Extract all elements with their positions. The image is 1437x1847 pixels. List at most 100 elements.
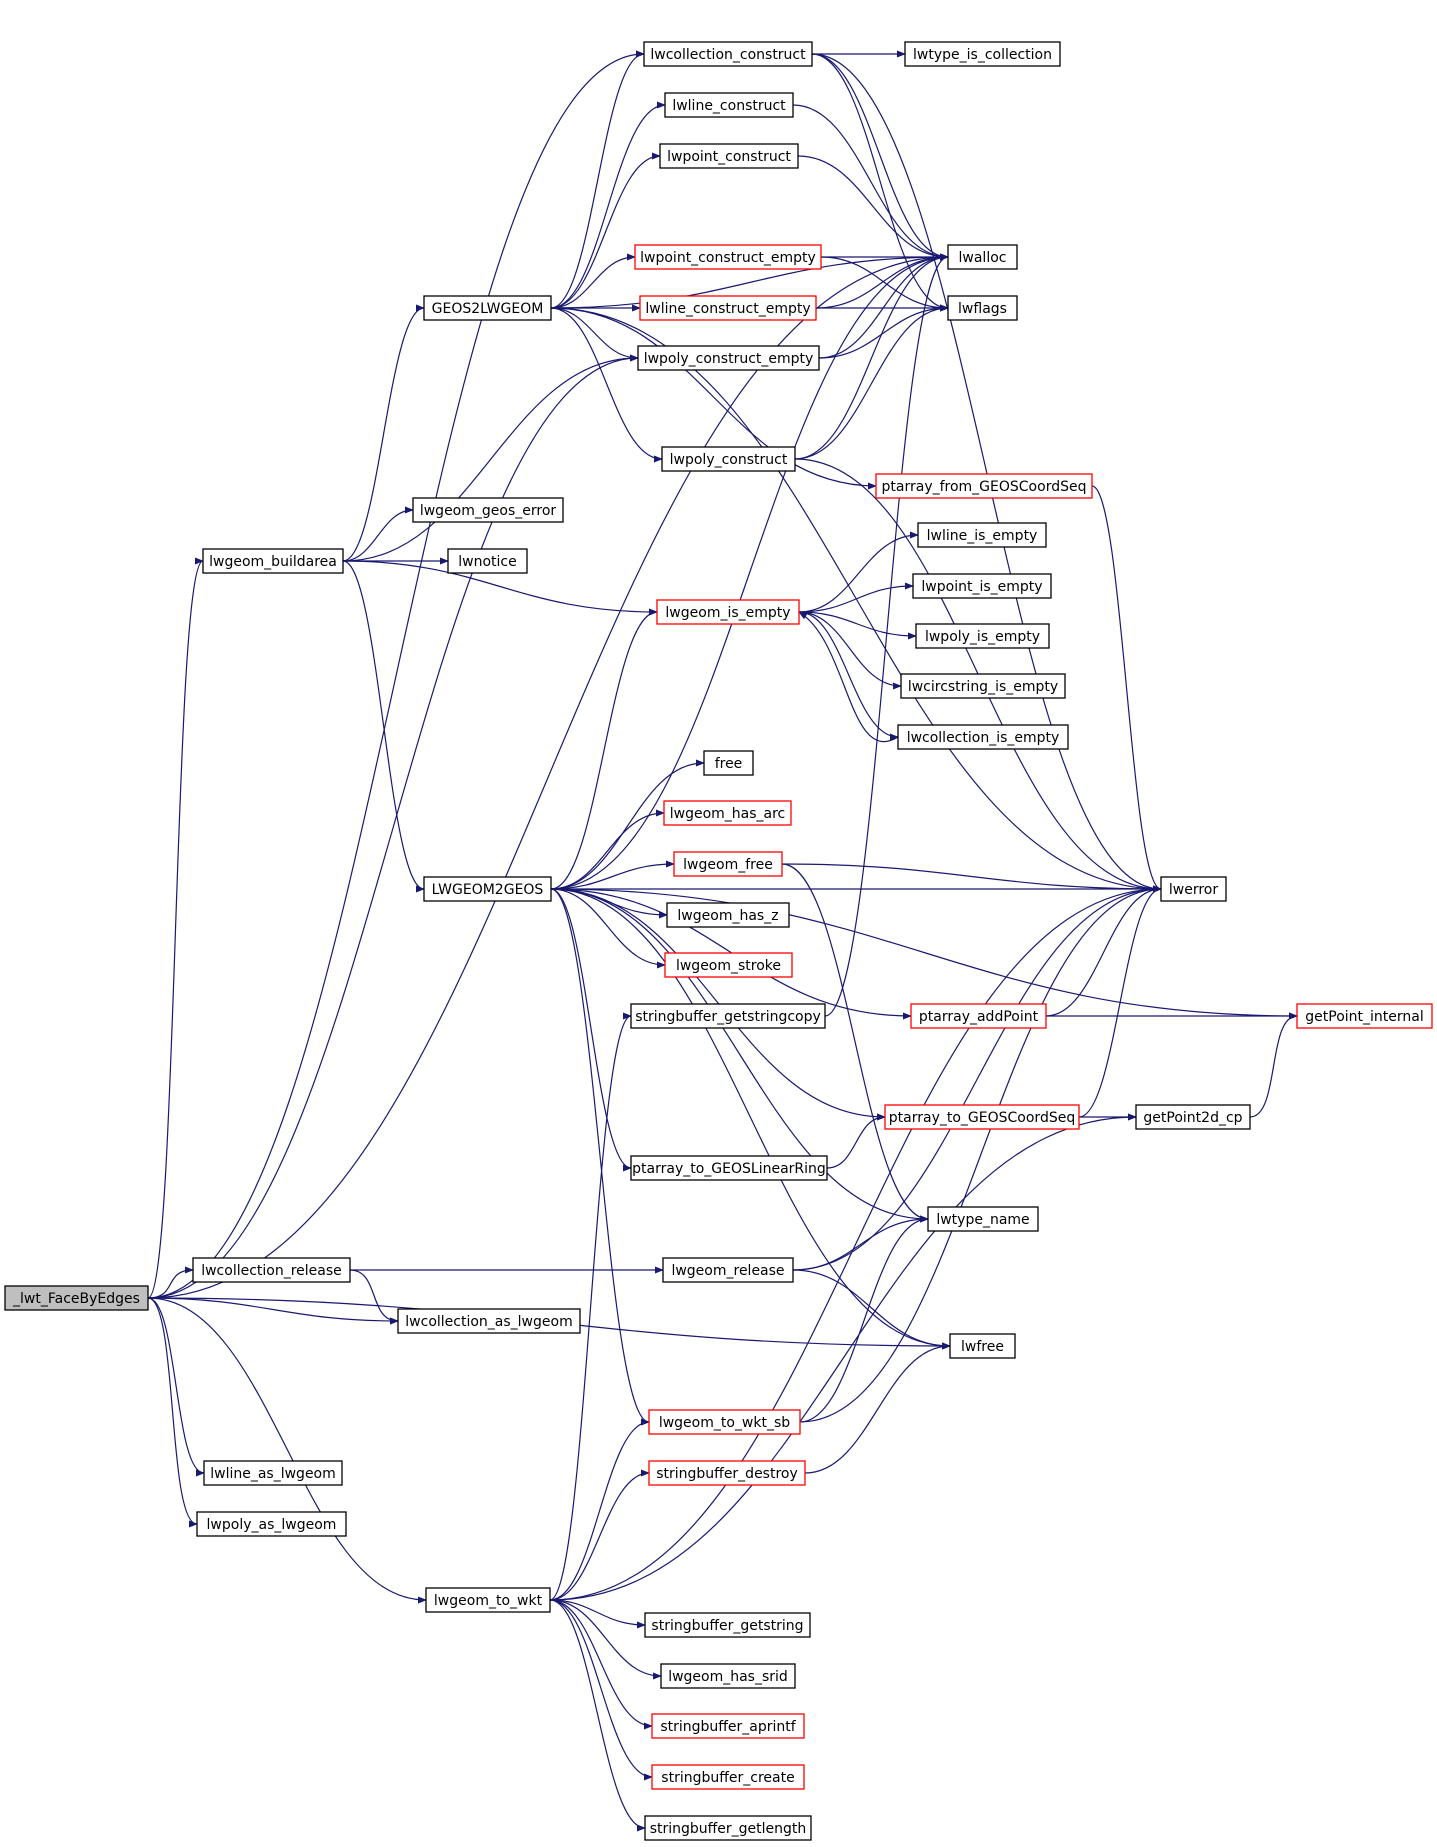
node-box[interactable]	[664, 92, 794, 118]
node-lwnotice[interactable]: lwnotice	[447, 548, 528, 574]
node-lwpoint-construct[interactable]: lwpoint_construct	[659, 143, 799, 169]
node-box[interactable]	[648, 1460, 806, 1486]
node-lwpoly-construct-empty[interactable]: lwpoly_construct_empty	[637, 345, 820, 371]
node-box[interactable]	[947, 295, 1018, 321]
node-lwerror[interactable]: lwerror	[1160, 876, 1227, 902]
node-box[interactable]	[659, 143, 799, 169]
node-lwline-construct-empty[interactable]: lwline_construct_empty	[639, 295, 817, 321]
node-box[interactable]	[639, 295, 817, 321]
node-box[interactable]	[666, 902, 790, 928]
node-box[interactable]	[904, 41, 1061, 67]
node-geos2lwgeom[interactable]: GEOS2LWGEOM	[423, 295, 552, 321]
node-lwline-construct[interactable]: lwline_construct	[664, 92, 794, 118]
node-box[interactable]	[644, 1612, 811, 1638]
node-lwpoly-construct[interactable]: lwpoly_construct	[661, 446, 796, 472]
node-lwcollection-is-empty[interactable]: lwcollection_is_empty	[897, 724, 1069, 750]
node-box[interactable]	[660, 1663, 796, 1689]
node-lwgeom-has-arc[interactable]: lwgeom_has_arc	[663, 800, 792, 826]
node-lwgeom-buildarea[interactable]: lwgeom_buildarea	[202, 548, 344, 574]
node-lwgeom-has-z[interactable]: lwgeom_has_z	[666, 902, 790, 928]
node-box[interactable]	[662, 1257, 794, 1283]
node-stringbuffer-getstring[interactable]: stringbuffer_getstring	[644, 1612, 811, 1638]
node-box[interactable]	[651, 1713, 805, 1739]
node-stringbuffer-aprintf[interactable]: stringbuffer_aprintf	[651, 1713, 805, 1739]
node-box[interactable]	[4, 1285, 149, 1311]
node-box[interactable]	[1160, 876, 1227, 902]
node-lwgeom-has-srid[interactable]: lwgeom_has_srid	[660, 1663, 796, 1689]
node-lwtype-is-collection[interactable]: lwtype_is_collection	[904, 41, 1061, 67]
node-lwcollection-construct[interactable]: lwcollection_construct	[643, 41, 813, 67]
node-lwgeom-geos-error[interactable]: lwgeom_geos_error	[412, 497, 564, 523]
node-lwfree[interactable]: lwfree	[949, 1333, 1016, 1359]
node-box[interactable]	[661, 446, 796, 472]
node-box[interactable]	[412, 497, 564, 523]
node-getpoint-internal[interactable]: getPoint_internal	[1296, 1003, 1433, 1029]
node-lwpoly-is-empty[interactable]: lwpoly_is_empty	[915, 623, 1050, 649]
node-stringbuffer-getstringcopy[interactable]: stringbuffer_getstringcopy	[630, 1003, 826, 1029]
node-box[interactable]	[949, 1333, 1016, 1359]
node-box[interactable]	[947, 244, 1018, 270]
node-box[interactable]	[910, 1003, 1047, 1029]
node-lwline-is-empty[interactable]: lwline_is_empty	[917, 522, 1047, 548]
node-ptarray-to-geoslinearring[interactable]: ptarray_to_GEOSLinearRing	[630, 1155, 828, 1181]
node-box[interactable]	[912, 573, 1052, 599]
node-box[interactable]	[1135, 1104, 1251, 1130]
node-box[interactable]	[397, 1308, 581, 1334]
node-box[interactable]	[447, 548, 528, 574]
node-lwcollection-release[interactable]: lwcollection_release	[192, 1257, 351, 1283]
node-lwgeom-release[interactable]: lwgeom_release	[662, 1257, 794, 1283]
node-box[interactable]	[900, 673, 1066, 699]
node-box[interactable]	[651, 1764, 805, 1790]
node-box[interactable]	[637, 345, 820, 371]
node-box[interactable]	[673, 851, 783, 877]
node-box[interactable]	[648, 1409, 801, 1435]
node-box[interactable]	[897, 724, 1069, 750]
node-box[interactable]	[192, 1257, 351, 1283]
node-lwalloc[interactable]: lwalloc	[947, 244, 1018, 270]
node-box[interactable]	[425, 1587, 551, 1613]
node-box[interactable]	[630, 1155, 828, 1181]
node-box[interactable]	[196, 1511, 347, 1537]
node-lwflags[interactable]: lwflags	[947, 295, 1018, 321]
node-box[interactable]	[875, 473, 1093, 499]
node-box[interactable]	[927, 1206, 1039, 1232]
node-lwpoint-is-empty[interactable]: lwpoint_is_empty	[912, 573, 1052, 599]
node-box[interactable]	[663, 800, 792, 826]
node-free[interactable]: free	[703, 750, 754, 776]
node-lwgeom-is-empty[interactable]: lwgeom_is_empty	[656, 599, 800, 625]
node-ptarray-addpoint[interactable]: ptarray_addPoint	[910, 1003, 1047, 1029]
node-stringbuffer-getlength[interactable]: stringbuffer_getlength	[644, 1815, 812, 1841]
node-lwline-as-lwgeom[interactable]: lwline_as_lwgeom	[203, 1460, 343, 1486]
node-box[interactable]	[644, 1815, 812, 1841]
node-box[interactable]	[630, 1003, 826, 1029]
node-lwgeom-to-wkt[interactable]: lwgeom_to_wkt	[425, 1587, 551, 1613]
node-ptarray-from-geoscoordseq[interactable]: ptarray_from_GEOSCoordSeq	[875, 473, 1093, 499]
node-box[interactable]	[423, 876, 552, 902]
node-box[interactable]	[884, 1104, 1080, 1130]
node-lwpoint-construct-empty[interactable]: lwpoint_construct_empty	[634, 244, 822, 270]
node-box[interactable]	[915, 623, 1050, 649]
node-box[interactable]	[643, 41, 813, 67]
node-getpoint2d-cp[interactable]: getPoint2d_cp	[1135, 1104, 1251, 1130]
node-box[interactable]	[917, 522, 1047, 548]
node-box[interactable]	[203, 1460, 343, 1486]
node-box[interactable]	[664, 952, 793, 978]
node-box[interactable]	[1296, 1003, 1433, 1029]
node-lwt-facebyedges[interactable]: _lwt_FaceByEdges	[4, 1285, 149, 1311]
node-stringbuffer-destroy[interactable]: stringbuffer_destroy	[648, 1460, 806, 1486]
node-lwcollection-as-lwgeom[interactable]: lwcollection_as_lwgeom	[397, 1308, 581, 1334]
node-stringbuffer-create[interactable]: stringbuffer_create	[651, 1764, 805, 1790]
node-box[interactable]	[634, 244, 822, 270]
node-box[interactable]	[656, 599, 800, 625]
node-lwpoly-as-lwgeom[interactable]: lwpoly_as_lwgeom	[196, 1511, 347, 1537]
node-lwgeom-free[interactable]: lwgeom_free	[673, 851, 783, 877]
node-box[interactable]	[703, 750, 754, 776]
node-lwgeom2geos[interactable]: LWGEOM2GEOS	[423, 876, 552, 902]
node-lwgeom-stroke[interactable]: lwgeom_stroke	[664, 952, 793, 978]
node-lwcircstring-is-empty[interactable]: lwcircstring_is_empty	[900, 673, 1066, 699]
node-box[interactable]	[423, 295, 552, 321]
node-box[interactable]	[202, 548, 344, 574]
node-lwtype-name[interactable]: lwtype_name	[927, 1206, 1039, 1232]
node-lwgeom-to-wkt-sb[interactable]: lwgeom_to_wkt_sb	[648, 1409, 801, 1435]
node-ptarray-to-geoscoordseq[interactable]: ptarray_to_GEOSCoordSeq	[884, 1104, 1080, 1130]
